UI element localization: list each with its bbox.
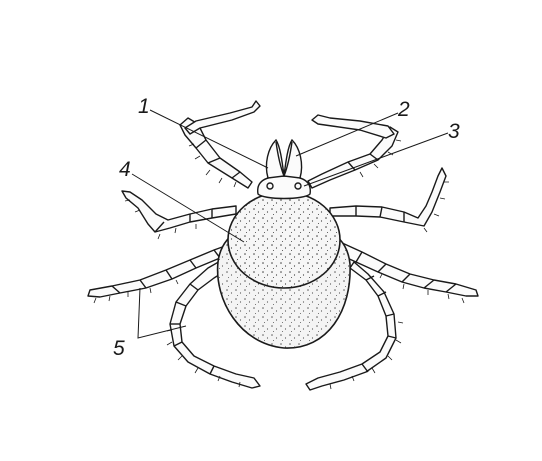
right-leg-2 — [330, 168, 446, 226]
leader-line-3 — [304, 133, 448, 186]
left-leg-2 — [122, 191, 236, 232]
callout-4: 4 — [119, 158, 131, 181]
callout-1: 1 — [138, 95, 150, 118]
callout-2: 2 — [397, 98, 410, 121]
callout-5: 5 — [113, 337, 125, 360]
callout-3: 3 — [448, 120, 460, 143]
gnathosoma — [258, 140, 311, 199]
right-leg-1 — [308, 115, 398, 188]
